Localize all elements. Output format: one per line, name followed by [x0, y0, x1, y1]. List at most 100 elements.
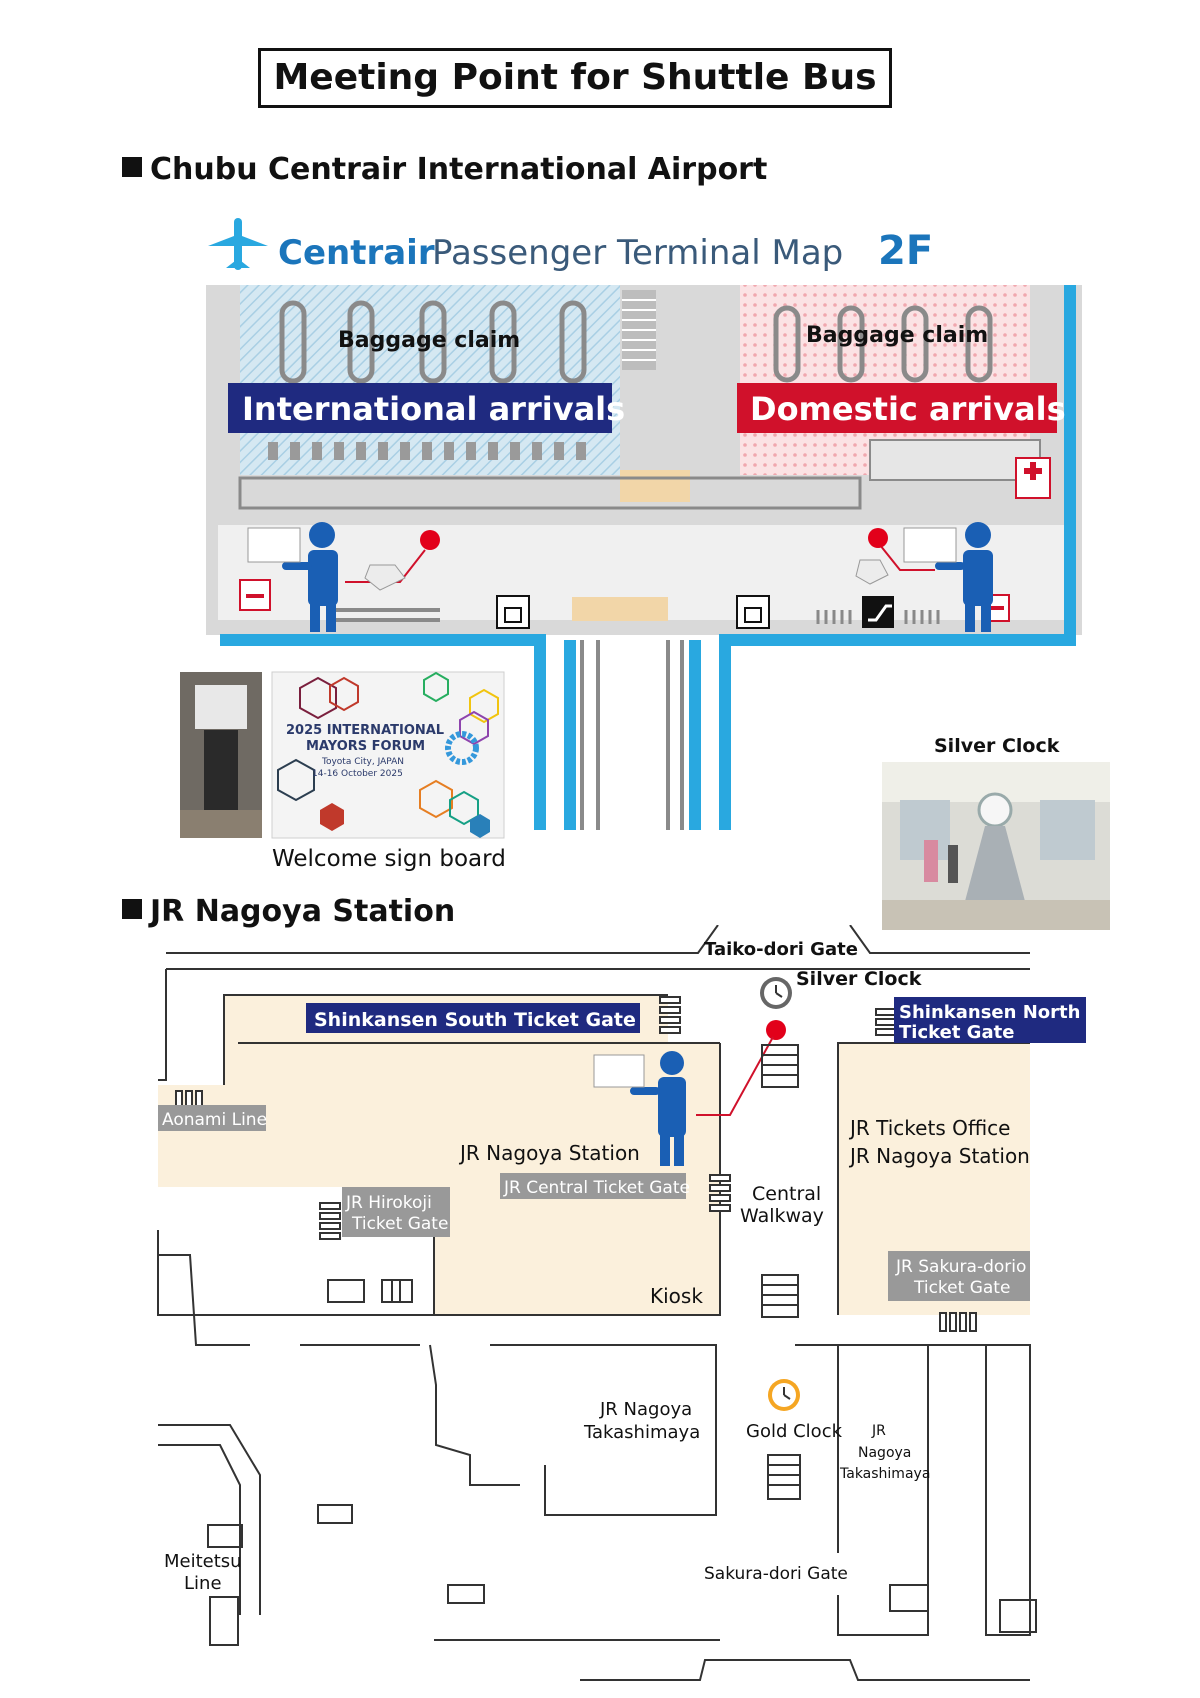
- jr-hirokoji-banner: [342, 1187, 450, 1237]
- takashimaya-left-entrance: [429, 1344, 520, 1486]
- dom-exit-wall: [869, 439, 1041, 481]
- airport-section-title: Chubu Centrair International Airport: [122, 152, 767, 187]
- welcome-caption: Welcome sign board: [272, 846, 506, 872]
- welcome-sign-intl: [247, 527, 301, 563]
- intl-baggage-belts: [279, 300, 587, 384]
- takashimaya-left-label2: Takashimaya: [583, 1422, 700, 1443]
- shinkansen-north-label2: Ticket Gate: [899, 1022, 1014, 1043]
- taiko-street-right: [849, 925, 1030, 954]
- intl-baggage-label: Baggage claim: [338, 328, 520, 353]
- sign-line3: Toyota City, JAPAN: [321, 757, 404, 767]
- stairs-icons: [327, 1044, 799, 1318]
- station-section-title: JR Nagoya Station: [122, 894, 455, 929]
- shinkansen-north-banner: [894, 997, 1086, 1043]
- dom-arrivals-label: Domestic arrivals: [750, 390, 1066, 428]
- intl-arrivals-banner: [228, 383, 612, 433]
- kiosk-block-intl: [364, 564, 406, 591]
- meitetsu-label2: Line: [184, 1573, 222, 1594]
- sign-line2: MAYORS FORUM: [306, 739, 425, 754]
- silver-clock-photo: [882, 762, 1110, 930]
- welcome-sign-station: [593, 1054, 645, 1088]
- bullet-square: [122, 899, 142, 919]
- gate-icons: [175, 996, 977, 1332]
- road-curve-outer: [158, 1424, 261, 1615]
- elevator-icon: [736, 595, 770, 629]
- shop-block: [620, 470, 690, 502]
- sakura-dori-gate-label: Sakura-dori Gate: [704, 1564, 848, 1584]
- mid-street: [157, 1230, 434, 1316]
- photo-staff-with-sign: [180, 672, 262, 838]
- meeting-staff-dom: [935, 522, 993, 632]
- station-section-label: JR Nagoya Station: [150, 894, 456, 929]
- meeting-staff-intl: [282, 522, 338, 632]
- silver-clock-photo-label: Silver Clock: [934, 735, 1060, 757]
- intl-exit-wall: [238, 476, 862, 510]
- west-street: [158, 1254, 250, 1346]
- elevator-icon: [496, 595, 530, 629]
- sakura-gate-box: [694, 1553, 854, 1595]
- kiosk-label: Kiosk: [650, 1284, 703, 1308]
- bullet-square: [122, 157, 142, 177]
- meeting-point-intl: [420, 530, 440, 550]
- jr-hirokoji-label1: JR Hirokoji: [345, 1193, 432, 1213]
- taiko-gate-label: Taiko-dori Gate: [704, 939, 858, 960]
- intl-rails: [330, 608, 440, 622]
- terminal-outer-wall: [220, 285, 1076, 830]
- sakura-gate-label1: JR Sakura-dorio: [895, 1257, 1026, 1277]
- customs-booths: [268, 442, 586, 460]
- central-walkway-label1: Central: [752, 1183, 821, 1205]
- takashimaya-left-label1: JR Nagoya: [599, 1399, 692, 1420]
- takashimaya-right-label2: Nagoya: [858, 1445, 911, 1461]
- meitetsu-label1: Meitetsu: [164, 1551, 242, 1572]
- shinkansen-south-banner: [306, 1003, 640, 1033]
- welcome-sign-board: 2025 INTERNATIONAL MAYORS FORUM Toyota C…: [271, 671, 505, 839]
- smoking-area-icon: [239, 579, 271, 611]
- page-title: Meeting Point for Shuttle Bus: [258, 48, 892, 108]
- airport-section-label: Chubu Centrair International Airport: [150, 152, 768, 187]
- meitetsu-stairs: [207, 1504, 1037, 1646]
- pointer-line-dom: [879, 544, 935, 571]
- takashimaya-right-label1: JR: [871, 1423, 886, 1439]
- sakura-street: [580, 1659, 1030, 1681]
- central-walkway-label2: Walkway: [740, 1205, 824, 1227]
- escalator-steps: [816, 610, 940, 624]
- shinkansen-north-label1: Shinkansen North: [899, 1002, 1080, 1023]
- sign-line1: 2025 INTERNATIONAL: [286, 723, 444, 738]
- dom-baggage-label: Baggage claim: [806, 323, 988, 348]
- sign-line4: 14-16 October 2025: [312, 769, 403, 779]
- station-map: Taiko-dori Gate Shinkansen South Ticket …: [157, 925, 1086, 1681]
- jr-hirokoji-label2: Ticket Gate: [351, 1214, 448, 1234]
- gold-clock-label: Gold Clock: [746, 1421, 843, 1442]
- dom-arrivals-banner: [737, 383, 1057, 433]
- pointer-line-intl: [345, 549, 426, 583]
- sakura-gate-banner: [888, 1251, 1030, 1301]
- jr-central-gate-banner: [500, 1173, 686, 1199]
- sakura-gate-label2: Ticket Gate: [913, 1278, 1010, 1298]
- tickets-office-label2: JR Nagoya Station: [848, 1144, 1030, 1168]
- station-concourse-left: [158, 995, 720, 1315]
- escalator-icon: [862, 596, 894, 628]
- kiosk-block-dom: [855, 559, 889, 585]
- silver-clock-label: Silver Clock: [796, 968, 922, 990]
- gold-clock-stairs: [767, 1454, 801, 1500]
- road-curve-inner: [158, 1444, 241, 1615]
- intl-arrivals-label: International arrivals: [242, 390, 625, 428]
- pointer-line-station: [696, 1036, 774, 1116]
- jr-central-gate-label: JR Central Ticket Gate: [503, 1178, 690, 1198]
- welcome-sign-dom: [903, 527, 957, 563]
- shinkansen-south-wall: [223, 994, 668, 1085]
- meeting-point-station: [766, 1020, 786, 1040]
- upper-escalator-steps: [622, 299, 656, 361]
- west-wall: [158, 969, 167, 1081]
- tickets-office-label1: JR Tickets Office: [848, 1116, 1010, 1140]
- connector-shop: [572, 597, 668, 621]
- taiko-street-left: [166, 925, 719, 954]
- takashimaya-right-label3: Takashimaya: [839, 1466, 930, 1482]
- jr-nagoya-station-label: JR Nagoya Station: [458, 1141, 640, 1165]
- airplane-icon: [208, 218, 268, 270]
- aonami-label: Aonami Line: [162, 1110, 267, 1130]
- shinkansen-south-label: Shinkansen South Ticket Gate: [314, 1009, 636, 1031]
- silver-clock-icon: [760, 977, 792, 1009]
- takashimaya-left-building: [490, 1344, 717, 1516]
